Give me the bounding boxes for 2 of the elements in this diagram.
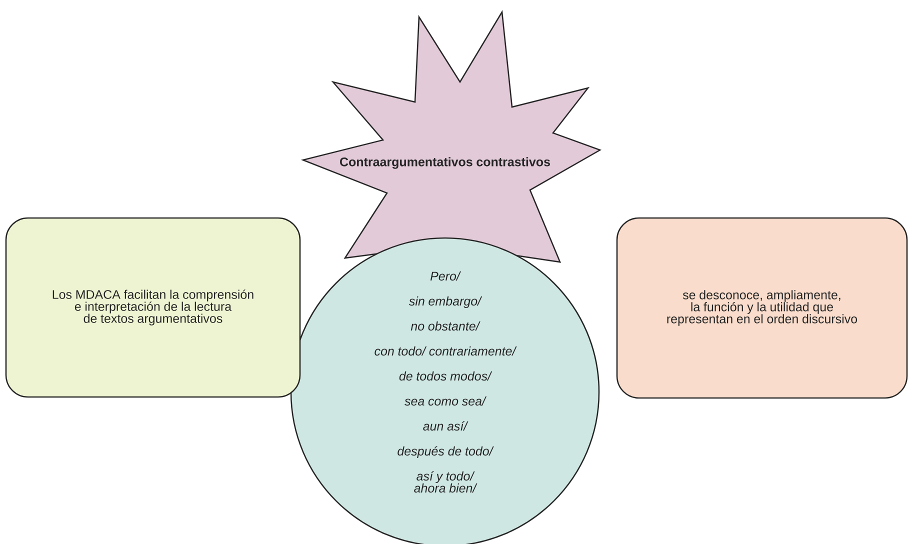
rounded-box: se desconoce, ampliamente, la función y la utilidad que representan en el orden discursivo [616, 217, 908, 399]
rounded-box: Los MDACA facilitan la comprensión e interpretación de la lectura de textos argumentativos [5, 217, 301, 398]
